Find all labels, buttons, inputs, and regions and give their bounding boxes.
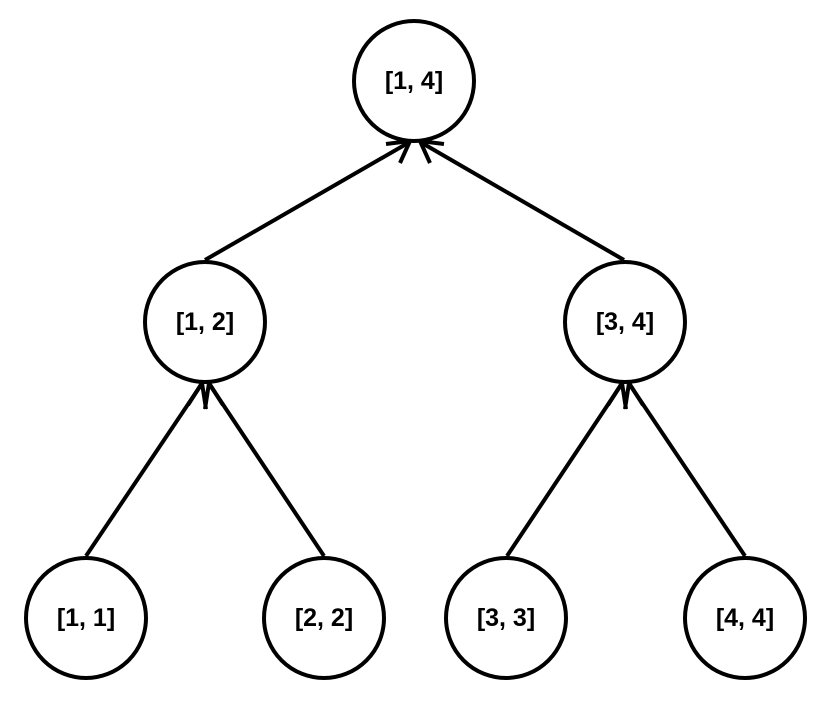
edge-leaf3-to-right: [505, 377, 628, 558]
tree-node-left: [1, 2]: [143, 260, 267, 384]
tree-node-root: [1, 4]: [352, 19, 476, 143]
tree-node-leaf2: [2, 2]: [262, 556, 386, 680]
node-label-leaf2: [2, 2]: [295, 604, 353, 632]
edge-left-to-root: [204, 138, 414, 262]
tree-node-leaf1: [1, 1]: [24, 556, 148, 680]
edge-leaf1-to-left: [84, 377, 208, 558]
tree-node-leaf4: [4, 4]: [683, 556, 807, 680]
node-label-left: [1, 2]: [176, 308, 234, 336]
node-label-leaf4: [4, 4]: [716, 604, 774, 632]
edges: [84, 138, 747, 558]
edge-leaf2-to-left: [203, 377, 326, 558]
node-label-leaf1: [1, 1]: [57, 604, 115, 632]
node-label-right: [3, 4]: [596, 308, 654, 336]
edge-leaf4-to-right: [623, 377, 747, 558]
node-label-leaf3: [3, 3]: [477, 604, 535, 632]
edge-right-to-root: [416, 138, 626, 262]
tree-node-right: [3, 4]: [563, 260, 687, 384]
tree-node-leaf3: [3, 3]: [444, 556, 568, 680]
node-label-root: [1, 4]: [385, 67, 443, 95]
